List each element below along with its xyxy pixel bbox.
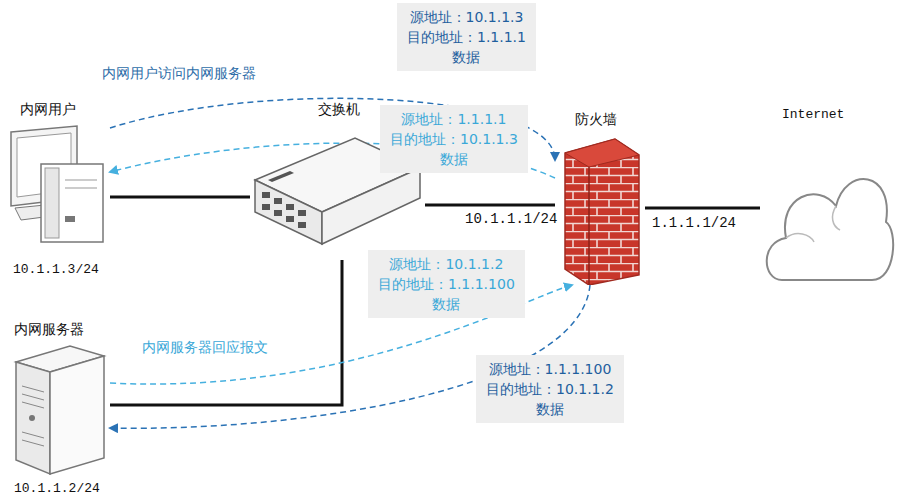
packet-field: 数据 [486,399,614,419]
client-pc-icon [5,124,110,250]
network-link [110,196,250,199]
server-icon [10,342,110,482]
packet-info-box: 源地址：10.1.1.3目的地址：1.1.1.1数据 [397,3,536,71]
packet-info-box: 源地址：10.1.1.2目的地址：1.1.1.100数据 [368,250,525,318]
packet-field: 数据 [407,47,526,67]
packet-field: 目的地址：1.1.1.100 [378,274,515,294]
interface-ip-label: 10.1.1.1/24 [463,210,559,228]
packet-info-box: 源地址：1.1.1.1目的地址：10.1.1.3数据 [380,105,528,173]
device-label: Internet [782,106,844,124]
device-label: 交换机 [318,100,360,118]
packet-info-box: 源地址：1.1.1.100目的地址：10.1.1.2数据 [476,355,624,423]
packet-field: 源地址：10.1.1.2 [378,254,515,274]
packet-field: 目的地址：1.1.1.1 [407,27,526,47]
firewall-icon [555,135,645,289]
packet-field: 目的地址：10.1.1.3 [390,129,518,149]
network-link [645,207,760,210]
network-link [425,204,555,207]
packet-field: 源地址：1.1.1.1 [390,109,518,129]
client-pc: 内网用户 10.1.1.3/24 [5,100,110,280]
packet-field: 目的地址：10.1.1.2 [486,379,614,399]
network-link [110,260,342,405]
flow-label: 内网服务器回应报文 [140,338,270,356]
firewall: 防火墙 [555,110,645,285]
packet-field: 源地址：10.1.1.3 [407,7,526,27]
packet-field: 数据 [390,149,518,169]
device-label: 内网服务器 [14,320,84,338]
internet-cloud: Internet [760,104,895,300]
interface-ip-label: 1.1.1.1/24 [650,214,738,232]
packet-field: 源地址：1.1.1.100 [486,359,614,379]
packet-field: 数据 [378,294,515,314]
ip-label: 10.1.1.3/24 [13,261,99,279]
server: 内网服务器 10.1.1.2/24 [10,320,110,498]
ip-label: 10.1.1.2/24 [14,480,100,498]
device-label: 防火墙 [575,110,617,128]
flow-label: 内网用户访问内网服务器 [100,64,258,82]
device-label: 内网用户 [20,100,76,118]
internet-cloud-icon [760,130,895,304]
